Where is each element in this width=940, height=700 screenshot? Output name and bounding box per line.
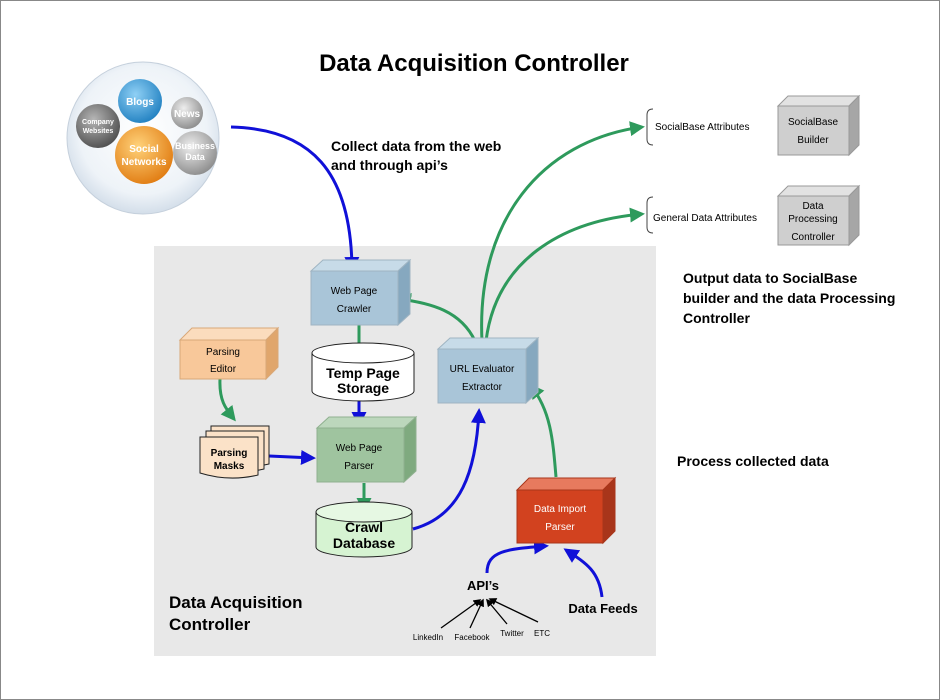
data-feeds-label: Data Feeds bbox=[568, 601, 637, 616]
url-evaluator-label-2: Extractor bbox=[462, 382, 503, 393]
panel-label-line-2: Controller bbox=[169, 615, 251, 634]
socialbase-attributes-output: SocialBase Attributes bbox=[646, 108, 750, 146]
arrow-editor-to-masks bbox=[218, 378, 236, 422]
url-evaluator-label-1: URL Evaluator bbox=[450, 364, 515, 375]
api-linkedin-label: LinkedIn bbox=[413, 633, 443, 642]
data-processing-controller-box: Data Processing Controller bbox=[776, 184, 861, 247]
temp-storage-label-2: Storage bbox=[337, 380, 389, 396]
parser-label-2: Parser bbox=[344, 461, 374, 472]
web-page-crawler-box: Web Page Crawler bbox=[309, 258, 412, 327]
output-annotation-line-2: builder and the data Processing bbox=[683, 290, 895, 306]
arrow-url-evaluator-to-general-attributes bbox=[484, 207, 645, 342]
parser-label-1: Web Page bbox=[336, 443, 383, 454]
socialbase-builder-box: SocialBase Builder bbox=[776, 94, 861, 157]
arrow-masks-to-parser bbox=[268, 449, 316, 465]
crawl-db-label-1: Crawl bbox=[345, 519, 383, 535]
arrow-url-evaluator-to-socialbase-attributes bbox=[480, 121, 645, 342]
arrow-sources-to-crawler bbox=[230, 125, 360, 272]
data-processing-label-1: Data bbox=[802, 201, 824, 212]
data-import-label-2: Parser bbox=[545, 522, 575, 533]
business-data-label-1: Business bbox=[175, 141, 215, 151]
api-etc-label: ETC bbox=[534, 629, 550, 638]
web-page-parser-box: Web Page Parser bbox=[315, 415, 418, 484]
crawl-db-label-2: Database bbox=[333, 535, 395, 551]
crawl-database-cylinder: Crawl Database bbox=[315, 501, 413, 558]
api-connectors bbox=[440, 598, 539, 629]
collect-annotation-line-1: Collect data from the web bbox=[331, 138, 501, 154]
parsing-editor-box: Parsing Editor bbox=[178, 326, 280, 381]
temp-storage-label-1: Temp Page bbox=[326, 365, 400, 381]
blogs-label: Blogs bbox=[126, 97, 154, 108]
web-sources-bubble: Blogs News Company Websites Social Netwo… bbox=[66, 61, 220, 215]
socialbase-builder-label-1: SocialBase bbox=[788, 117, 838, 128]
parsing-editor-label-2: Editor bbox=[210, 364, 237, 375]
parsing-masks-documents: Parsing Masks bbox=[199, 425, 270, 479]
api-twitter-label: Twitter bbox=[500, 629, 524, 638]
url-evaluator-extractor-box: URL Evaluator Extractor bbox=[436, 336, 540, 405]
output-annotation-line-3: Controller bbox=[683, 310, 750, 326]
data-import-parser-box: Data Import Parser bbox=[515, 476, 617, 545]
business-data-label-2: Data bbox=[185, 152, 206, 162]
social-networks-label-1: Social bbox=[129, 144, 159, 155]
collect-annotation-line-2: and through api’s bbox=[331, 157, 448, 173]
data-processing-label-2: Processing bbox=[788, 214, 837, 225]
data-processing-label-3: Controller bbox=[791, 232, 835, 243]
company-websites-label-2: Websites bbox=[83, 128, 114, 135]
parsing-masks-label-2: Masks bbox=[214, 461, 245, 472]
company-websites-bubble bbox=[76, 104, 120, 148]
business-data-bubble bbox=[173, 131, 217, 175]
data-import-label-1: Data Import bbox=[534, 504, 586, 515]
general-attributes-label: General Data Attributes bbox=[653, 213, 757, 224]
social-networks-bubble bbox=[115, 126, 173, 184]
arrow-apis-to-data-import bbox=[485, 539, 549, 574]
news-bubble bbox=[171, 97, 203, 129]
output-annotation-line-1: Output data to SocialBase bbox=[683, 270, 857, 286]
blogs-bubble bbox=[118, 79, 162, 123]
arrow-feeds-to-data-import bbox=[563, 548, 604, 598]
apis-label: API’s bbox=[467, 578, 499, 593]
api-facebook-label: Facebook bbox=[454, 633, 490, 642]
process-annotation: Process collected data bbox=[677, 453, 829, 469]
page-title: Data Acquisition Controller bbox=[319, 50, 629, 77]
temp-page-storage-cylinder: Temp Page Storage bbox=[311, 342, 415, 402]
arrow-database-to-url-evaluator bbox=[412, 408, 486, 531]
socialbase-attributes-label: SocialBase Attributes bbox=[655, 122, 750, 133]
company-websites-label-1: Company bbox=[82, 119, 114, 126]
news-label: News bbox=[174, 109, 201, 120]
social-networks-label-2: Networks bbox=[121, 157, 166, 168]
crawler-label-2: Crawler bbox=[337, 304, 372, 315]
parsing-masks-label-1: Parsing bbox=[211, 448, 248, 459]
crawler-label-1: Web Page bbox=[331, 286, 378, 297]
general-attributes-output: General Data Attributes bbox=[646, 196, 757, 234]
panel-label-line-1: Data Acquisition bbox=[169, 593, 303, 612]
parsing-editor-label-1: Parsing bbox=[206, 347, 240, 358]
socialbase-builder-label-2: Builder bbox=[797, 135, 829, 146]
